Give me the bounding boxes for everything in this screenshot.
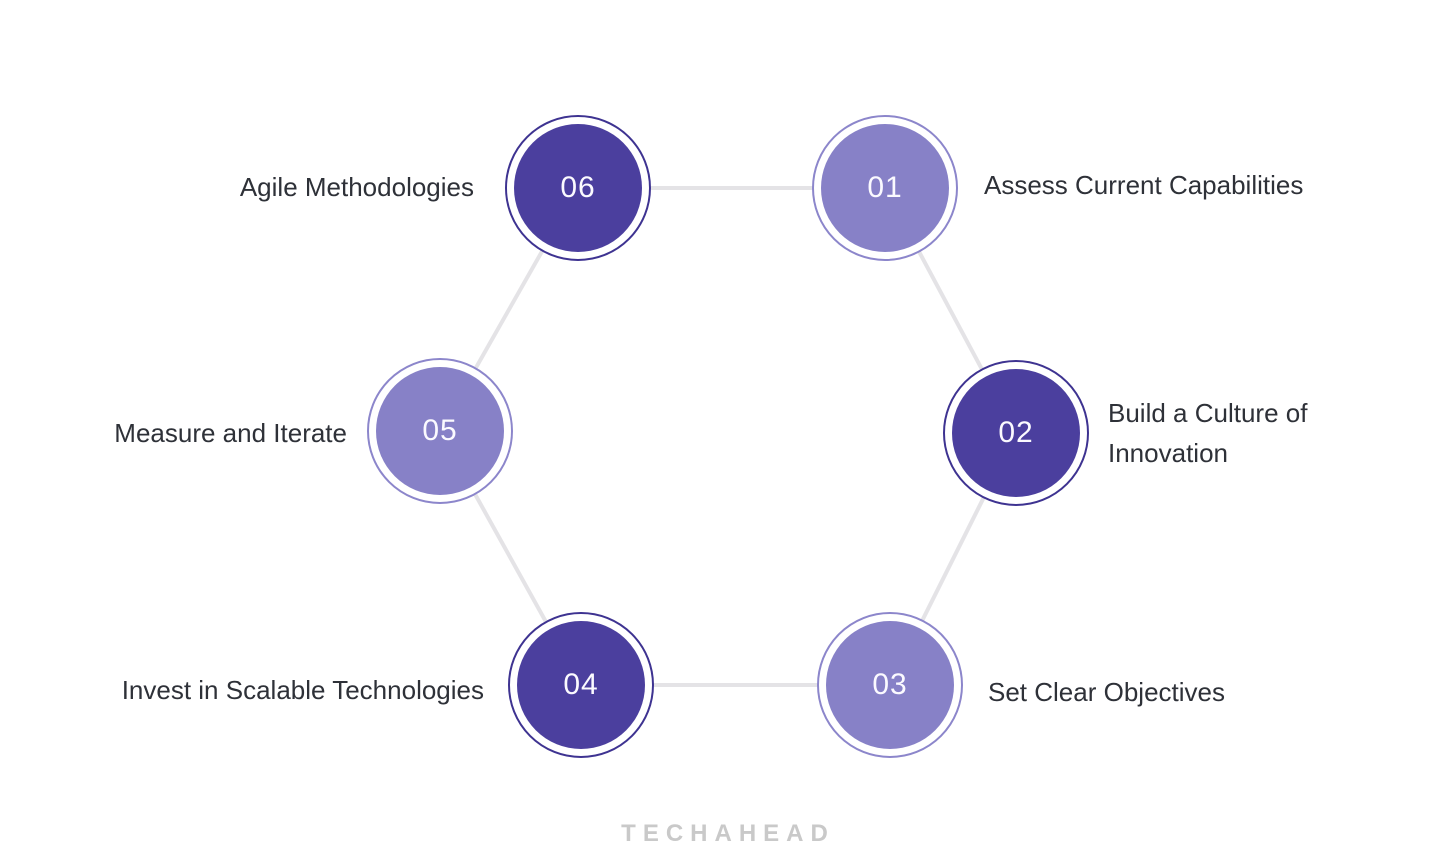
step-circle-06: 06 xyxy=(514,124,642,252)
step-number-05: 05 xyxy=(422,414,458,447)
step-node-05: 05 xyxy=(367,358,513,504)
step-label-06: Agile Methodologies xyxy=(239,172,474,202)
step-circle-04: 04 xyxy=(517,621,645,749)
step-label-03: Set Clear Objectives xyxy=(988,677,1225,707)
step-number-04: 04 xyxy=(563,668,599,701)
step-circle-02: 02 xyxy=(952,369,1080,497)
step-node-02: 02 xyxy=(943,360,1089,506)
step-number-06: 06 xyxy=(560,171,596,204)
step-label-02: Build a Culture of Innovation xyxy=(1108,398,1308,468)
step-label-04: Invest in Scalable Technologies xyxy=(121,675,484,705)
techahead-logo: TECHAHEAD xyxy=(621,820,835,847)
step-node-06: 06 xyxy=(505,115,651,261)
step-node-01: 01 xyxy=(812,115,958,261)
step-circle-05: 05 xyxy=(376,367,504,495)
step-number-03: 03 xyxy=(872,668,908,701)
step-node-04: 04 xyxy=(508,612,654,758)
step-label-05: Measure and Iterate xyxy=(114,418,347,448)
step-number-01: 01 xyxy=(867,171,903,204)
step-number-02: 02 xyxy=(998,416,1034,449)
step-node-03: 03 xyxy=(817,612,963,758)
step-circle-01: 01 xyxy=(821,124,949,252)
step-label-01: Assess Current Capabilities xyxy=(984,170,1304,200)
step-circle-03: 03 xyxy=(826,621,954,749)
